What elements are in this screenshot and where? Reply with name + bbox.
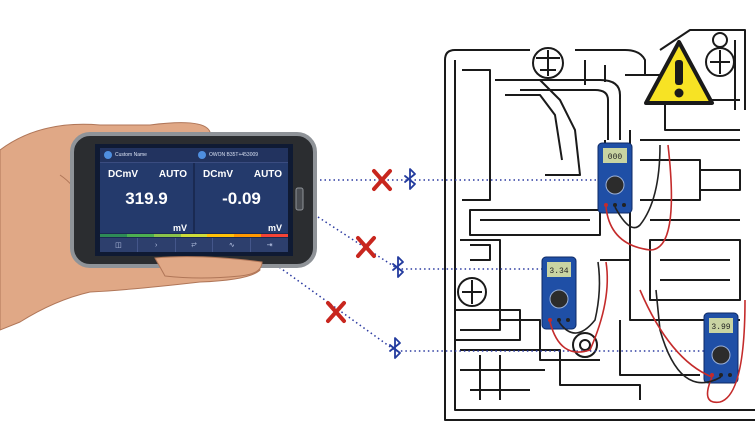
cross-icon — [326, 301, 346, 323]
mode-label: DCmV — [108, 169, 139, 180]
unit-label: mV — [267, 223, 282, 233]
bluetooth-icon — [404, 168, 416, 190]
warning-icon — [644, 40, 714, 105]
status-colorbar — [100, 234, 288, 237]
bluetooth-icon — [392, 256, 404, 278]
range-label: AUTO — [253, 169, 282, 180]
exit-icon[interactable]: ⇥ — [266, 242, 273, 249]
range-label: AUTO — [158, 169, 187, 180]
meter-reading: 3.34 — [549, 267, 568, 276]
multimeter-top: 000 — [597, 142, 633, 214]
device-tab-2[interactable]: OWON B35T+453009 — [198, 150, 258, 160]
device-name: Custom Name — [115, 152, 147, 158]
chevron-right-icon[interactable]: › — [138, 238, 176, 252]
device-name: OWON B35T+453009 — [209, 152, 259, 158]
device-icon — [104, 151, 112, 159]
device-icon — [198, 151, 206, 159]
bottom-navbar: ◫ › ⥂ ∿ ⇥ — [100, 238, 288, 252]
link-lines — [271, 179, 705, 352]
chart-icon[interactable]: ∿ — [213, 238, 252, 252]
unit-label: mV — [172, 223, 187, 233]
disconnect-marks — [326, 169, 392, 323]
multimeter-middle: 3.34 — [541, 256, 577, 330]
cross-icon — [372, 169, 392, 191]
link-line-3 — [271, 261, 705, 352]
bluetooth-icons — [389, 168, 416, 359]
meter-reading: 3.99 — [711, 323, 730, 332]
channel-panel-2[interactable]: DCmV AUTO -0.09 mV — [195, 163, 288, 233]
expand-icon[interactable]: ⥂ — [176, 238, 214, 252]
thumb — [154, 256, 263, 279]
meter-reading: 000 — [608, 153, 623, 162]
device-header: Custom Name OWON B35T+453009 — [100, 148, 288, 163]
reading-value: 319.9 — [125, 189, 168, 208]
probe-wires — [549, 144, 746, 404]
phone-screen: Custom Name OWON B35T+453009 DCmV AUTO 3… — [100, 148, 288, 252]
mode-label: DCmV — [203, 169, 234, 180]
channel-panel-1[interactable]: DCmV AUTO 319.9 mV — [100, 163, 193, 233]
cross-icon — [356, 236, 376, 258]
reading-value: -0.09 — [222, 189, 261, 208]
device-tab-1[interactable]: Custom Name — [104, 150, 147, 160]
link-line-2 — [317, 216, 545, 270]
bluetooth-icon — [389, 337, 401, 359]
layers-icon[interactable]: ◫ — [100, 238, 138, 252]
multimeter-bottom: 3.99 — [703, 312, 739, 384]
